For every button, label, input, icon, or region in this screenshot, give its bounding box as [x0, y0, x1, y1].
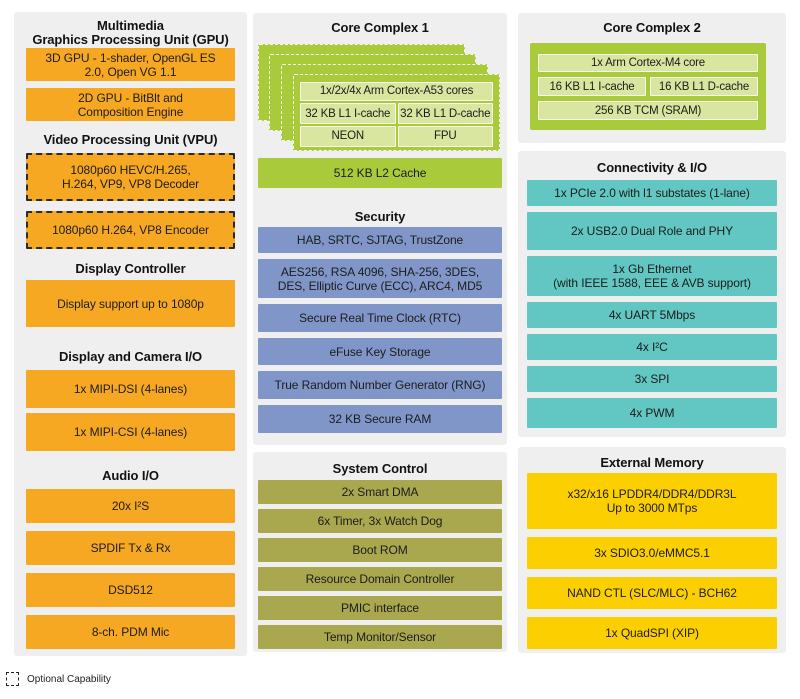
- block-timer-watchdog: 6x Timer, 3x Watch Dog: [258, 508, 502, 533]
- block-nand-ctl: NAND CTL (SLC/MLC) - BCH62: [527, 576, 777, 609]
- block-quadspi: 1x QuadSPI (XIP): [527, 616, 777, 649]
- block-sdio-emmc: 3x SDIO3.0/eMMC5.1: [527, 536, 777, 569]
- section-title-display-controller: Display Controller: [75, 260, 186, 276]
- block-m4-dcache: 16 KB L1 D-cache: [650, 77, 758, 96]
- section-title-external-memory: External Memory: [600, 455, 704, 470]
- block-m4-icache: 16 KB L1 I-cache: [538, 77, 646, 96]
- gpu-title-line1: Multimedia: [97, 18, 164, 33]
- block-neon: NEON: [300, 125, 396, 147]
- section-title-system-control: System Control: [332, 461, 428, 476]
- m4-cache-row: 16 KB L1 I-cache 16 KB L1 D-cache: [538, 77, 758, 96]
- panel-connectivity-io: Connectivity & I/O 1x PCIe 2.0 with l1 s…: [518, 151, 786, 437]
- optional-capability-swatch-icon: [6, 672, 19, 686]
- block-pcie: 1x PCIe 2.0 with l1 substates (1-lane): [527, 179, 777, 206]
- section-title-audio-io: Audio I/O: [102, 467, 159, 483]
- block-tcm-sram: 256 KB TCM (SRAM): [538, 101, 758, 120]
- section-title-gpu: Multimedia Graphics Processing Unit (GPU…: [14, 19, 247, 46]
- legend-optional-capability: Optional Capability: [6, 672, 111, 686]
- section-title-display-camera-io: Display and Camera I/O: [58, 349, 203, 364]
- block-spi: 3x SPI: [527, 365, 777, 392]
- block-pmic-interface: PMIC interface: [258, 595, 502, 620]
- legend-label: Optional Capability: [27, 673, 111, 685]
- block-secure-rtc: Secure Real Time Clock (RTC): [258, 304, 502, 332]
- panel-external-memory: External Memory x32/x16 LPDDR4/DDR4/DDR3…: [518, 447, 786, 653]
- a53-cache-row: 32 KB L1 I-cache 32 KB L1 D-cache: [300, 103, 493, 124]
- block-pwm: 4x PWM: [527, 397, 777, 428]
- section-title-core-complex-1: Core Complex 1: [331, 20, 429, 35]
- block-i2c: 4x I²C: [527, 333, 777, 360]
- block-video-encoder: 1080p60 H.264, VP8 Encoder: [26, 210, 235, 249]
- block-usb: 2x USB2.0 Dual Role and PHY: [527, 211, 777, 250]
- block-3d-gpu: 3D GPU - 1-shader, OpenGL ES 2.0, Open V…: [26, 48, 235, 81]
- block-lpddr4: x32/x16 LPDDR4/DDR4/DDR3L Up to 3000 MTp…: [527, 472, 777, 529]
- block-video-decoder: 1080p60 HEVC/H.265, H.264, VP9, VP8 Deco…: [26, 152, 235, 201]
- block-a53-cores: 1x/2x/4x Arm Cortex-A53 cores: [300, 81, 493, 102]
- block-pdm-mic: 8-ch. PDM Mic: [26, 615, 235, 649]
- block-dsd512: DSD512: [26, 573, 235, 607]
- block-a53-icache: 32 KB L1 I-cache: [300, 103, 396, 124]
- section-title-security: Security: [354, 208, 406, 224]
- block-l2-cache: 512 KB L2 Cache: [258, 157, 502, 188]
- panel-system-control: System Control 2x Smart DMA 6x Timer, 3x…: [253, 452, 507, 652]
- block-mipi-csi: 1x MIPI-CSI (4-lanes): [26, 412, 235, 451]
- gpu-title-line2: Graphics Processing Unit (GPU): [32, 31, 229, 47]
- a53-core-card-front: 1x/2x/4x Arm Cortex-A53 cores 32 KB L1 I…: [293, 73, 500, 151]
- block-m4-core: 1x Arm Cortex-M4 core: [538, 54, 758, 72]
- block-secure-ram: 32 KB Secure RAM: [258, 405, 502, 433]
- section-title-vpu: Video Processing Unit (VPU): [43, 132, 218, 147]
- panel-core-complex-2: Core Complex 2 1x Arm Cortex-M4 core 16 …: [518, 13, 786, 143]
- block-mipi-dsi: 1x MIPI-DSI (4-lanes): [26, 369, 235, 408]
- block-temp-monitor: Temp Monitor/Sensor: [258, 624, 502, 649]
- a53-neon-fpu-row: NEON FPU: [300, 125, 493, 147]
- panel-multimedia: Multimedia Graphics Processing Unit (GPU…: [14, 12, 247, 656]
- block-uart: 4x UART 5Mbps: [527, 301, 777, 328]
- section-title-core-complex-2: Core Complex 2: [603, 20, 701, 35]
- block-smart-dma: 2x Smart DMA: [258, 479, 502, 504]
- block-spdif: SPDIF Tx & Rx: [26, 531, 235, 565]
- block-boot-rom: Boot ROM: [258, 537, 502, 562]
- block-i2s: 20x I²S: [26, 489, 235, 523]
- block-crypto: AES256, RSA 4096, SHA-256, 3DES, DES, El…: [258, 259, 502, 298]
- section-title-connectivity-io: Connectivity & I/O: [596, 160, 708, 175]
- block-gb-ethernet: 1x Gb Ethernet (with IEEE 1588, EEE & AV…: [527, 255, 777, 296]
- cortex-a53-core-stack: 1x/2x/4x Arm Cortex-A53 cores 32 KB L1 I…: [253, 43, 507, 151]
- block-fpu: FPU: [397, 125, 493, 147]
- block-resource-domain-controller: Resource Domain Controller: [258, 566, 502, 591]
- block-efuse: eFuse Key Storage: [258, 338, 502, 365]
- block-hab-srtc: HAB, SRTC, SJTAG, TrustZone: [258, 227, 502, 253]
- panel-core-complex-1-security: Core Complex 1 1x/2x/4x Arm Cortex-A53 c…: [253, 13, 507, 445]
- cortex-m4-card: 1x Arm Cortex-M4 core 16 KB L1 I-cache 1…: [530, 43, 766, 130]
- block-display-support: Display support up to 1080p: [26, 280, 235, 327]
- block-rng: True Random Number Generator (RNG): [258, 371, 502, 399]
- block-2d-gpu: 2D GPU - BitBlt and Composition Engine: [26, 88, 235, 121]
- block-a53-dcache: 32 KB L1 D-cache: [397, 103, 493, 124]
